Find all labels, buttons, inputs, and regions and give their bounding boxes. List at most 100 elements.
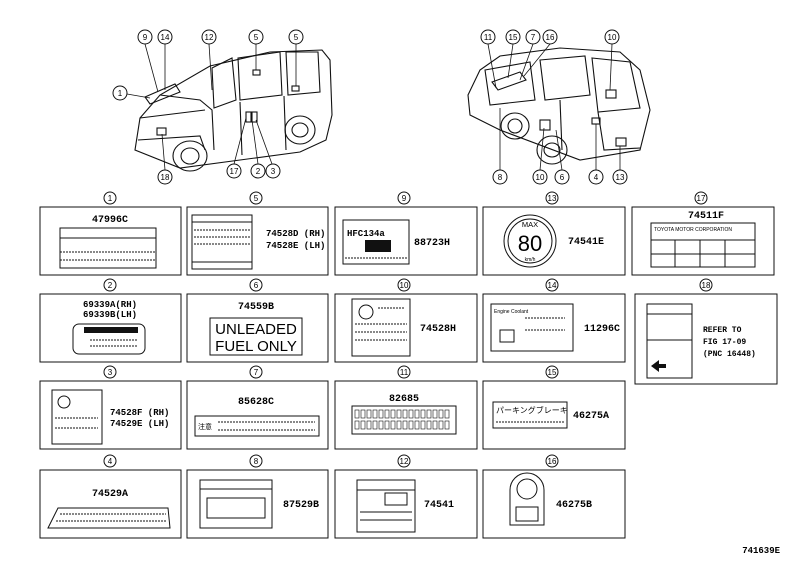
svg-text:8: 8 [498, 173, 503, 182]
svg-text:11: 11 [400, 368, 409, 377]
svg-text:11: 11 [484, 33, 493, 42]
panel-8[interactable]: 8 87529B [186, 454, 329, 539]
svg-text:FUEL ONLY: FUEL ONLY [215, 338, 297, 355]
svg-text:5: 5 [254, 194, 259, 203]
svg-text:注意: 注意 [198, 422, 212, 431]
rear-callout-lines [487, 43, 621, 171]
svg-text:MAX: MAX [522, 220, 538, 229]
svg-text:13: 13 [548, 194, 557, 203]
svg-text:12: 12 [400, 457, 409, 466]
panel-13[interactable]: 13 MAX 80 km/h 74541E [482, 191, 626, 276]
callout-10a[interactable]: 10 [604, 29, 620, 45]
svg-text:46275B: 46275B [556, 500, 592, 511]
svg-text:17: 17 [697, 194, 706, 203]
svg-text:TOYOTA MOTOR CORPORATION: TOYOTA MOTOR CORPORATION [654, 227, 732, 233]
svg-text:REFER TO: REFER TO [703, 326, 742, 335]
callout-10b[interactable]: 10 [532, 169, 548, 185]
svg-text:74511F: 74511F [688, 211, 724, 222]
svg-text:47996C: 47996C [92, 215, 128, 226]
svg-text:2: 2 [108, 281, 113, 290]
svg-text:46275A: 46275A [573, 411, 609, 422]
callout-11[interactable]: 11 [480, 29, 496, 45]
svg-text:8: 8 [254, 457, 259, 466]
svg-text:74541: 74541 [424, 500, 454, 511]
svg-text:18: 18 [702, 281, 711, 290]
callout-16[interactable]: 16 [542, 29, 558, 45]
svg-text:74529A: 74529A [92, 489, 128, 500]
panel-7[interactable]: 7 85628C 注意 [186, 365, 329, 450]
callout-15[interactable]: 15 [505, 29, 521, 45]
svg-text:5: 5 [294, 33, 299, 42]
svg-text:6: 6 [254, 281, 259, 290]
panel-12[interactable]: 12 74541 [334, 454, 478, 539]
callout-18[interactable]: 18 [157, 169, 173, 185]
svg-text:74529E (LH): 74529E (LH) [110, 419, 169, 429]
svg-text:80: 80 [518, 231, 542, 256]
svg-text:69339B(LH): 69339B(LH) [83, 310, 137, 320]
panel-15[interactable]: 15 パーキングブレーキ 46275A [482, 365, 626, 450]
callout-12[interactable]: 12 [201, 29, 217, 45]
figure-id: 741639E [742, 546, 780, 556]
panel-6[interactable]: 6 74559B UNLEADED FUEL ONLY [186, 278, 329, 363]
svg-text:74528D (RH): 74528D (RH) [266, 229, 325, 239]
svg-text:10: 10 [536, 173, 545, 182]
svg-text:Engine Coolant: Engine Coolant [494, 309, 529, 315]
svg-text:7: 7 [531, 33, 536, 42]
callout-5b[interactable]: 5 [288, 29, 304, 45]
svg-text:パーキングブレーキ: パーキングブレーキ [496, 405, 568, 415]
callout-7[interactable]: 7 [525, 29, 541, 45]
svg-text:2: 2 [256, 167, 261, 176]
panel-11[interactable]: 11 82685 [334, 365, 478, 450]
svg-text:7: 7 [254, 368, 259, 377]
svg-text:FIG 17-09: FIG 17-09 [703, 338, 746, 347]
svg-text:85628C: 85628C [238, 397, 274, 408]
svg-text:74528E (LH): 74528E (LH) [266, 241, 325, 251]
svg-text:69339A(RH): 69339A(RH) [83, 300, 137, 310]
svg-text:74528H: 74528H [420, 324, 456, 335]
callout-4[interactable]: 4 [588, 169, 604, 185]
svg-text:3: 3 [271, 167, 276, 176]
panel-10[interactable]: 10 74528H [334, 278, 478, 363]
panel-1[interactable]: 1 47996C [39, 191, 182, 276]
svg-text:13: 13 [616, 173, 625, 182]
svg-text:15: 15 [509, 33, 518, 42]
callout-17[interactable]: 17 [226, 163, 242, 179]
svg-text:1: 1 [108, 194, 113, 203]
panel-4[interactable]: 4 74529A [39, 454, 182, 539]
front-callouts: 9 14 12 5 5 1 18 17 2 3 [112, 29, 304, 185]
panel-16[interactable]: 16 46275B [482, 454, 626, 539]
svg-text:3: 3 [108, 368, 113, 377]
panel-9[interactable]: 9 HFC134a 88723H [334, 191, 478, 276]
panel-3[interactable]: 3 74528F (RH) 74529E (LH) [39, 365, 182, 450]
panel-5[interactable]: 5 74528D (RH) 74528E (LH) [186, 191, 329, 276]
callout-9[interactable]: 9 [137, 29, 153, 45]
panel-14[interactable]: 14 Engine Coolant 11296C [482, 278, 626, 363]
svg-text:9: 9 [143, 33, 148, 42]
svg-text:82685: 82685 [389, 394, 419, 405]
svg-text:(PNC 16448): (PNC 16448) [703, 350, 756, 359]
svg-text:6: 6 [560, 173, 565, 182]
panel-2[interactable]: 2 69339A(RH) 69339B(LH) [39, 278, 182, 363]
svg-text:HFC134a: HFC134a [347, 229, 385, 239]
svg-text:14: 14 [161, 33, 170, 42]
svg-text:16: 16 [546, 33, 555, 42]
callout-5a[interactable]: 5 [248, 29, 264, 45]
front-vehicle-illustration [134, 49, 333, 172]
callout-6[interactable]: 6 [554, 169, 570, 185]
callout-13[interactable]: 13 [612, 169, 628, 185]
panel-18[interactable]: 18 REFER TO FIG 17-09 (PNC 16448) [634, 278, 778, 385]
svg-text:11296C: 11296C [584, 324, 620, 335]
callout-3[interactable]: 3 [265, 163, 281, 179]
svg-text:UNLEADED: UNLEADED [215, 321, 297, 338]
rear-callouts: 11 15 7 16 10 8 10 6 4 13 [480, 29, 628, 185]
svg-text:15: 15 [548, 368, 557, 377]
svg-text:km/h: km/h [525, 257, 536, 263]
callout-14[interactable]: 14 [157, 29, 173, 45]
callout-2[interactable]: 2 [250, 163, 266, 179]
callout-1[interactable]: 1 [112, 85, 128, 101]
panel-17[interactable]: 17 74511F TOYOTA MOTOR CORPORATION [631, 191, 775, 276]
svg-text:1: 1 [118, 89, 123, 98]
svg-text:5: 5 [254, 33, 259, 42]
callout-8[interactable]: 8 [492, 169, 508, 185]
